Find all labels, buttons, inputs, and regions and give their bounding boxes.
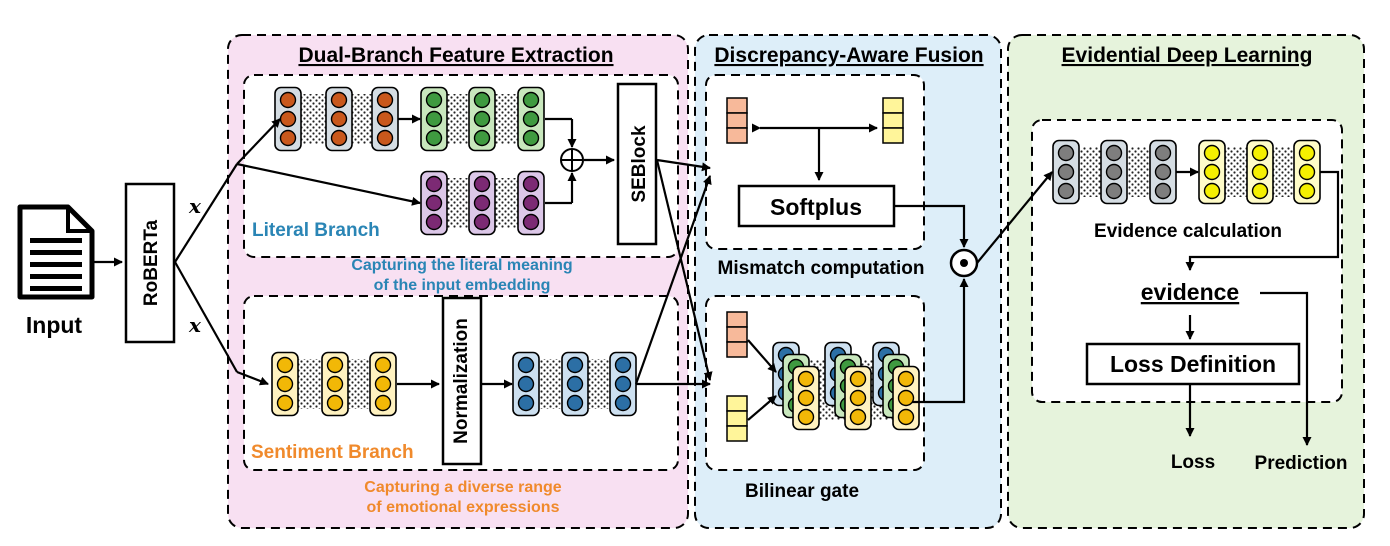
dense-connections [588,359,610,409]
plus-operator-icon [560,148,584,172]
dense-connections [495,94,518,144]
input-label: Input [26,312,83,338]
roberta-label: RoBERTa [141,219,162,306]
bilinear-left-vector-top [726,311,748,358]
literal-note-line2: of the input embedding [374,277,551,294]
gray-column-2 [1100,139,1128,205]
evidence-yellow-layers [1198,139,1321,205]
dense-connections [298,359,322,409]
purple-column-3 [517,170,545,236]
dense-connections [539,359,562,409]
bilinear-yellow-1 [844,365,872,431]
sentiment-blue-layers [512,351,637,417]
dense-connections [1225,147,1247,197]
dense-connections [301,94,326,144]
blue-column-1 [512,351,540,417]
bilinear-left-vector-bottom [726,395,748,442]
bilinear-yellow-0 [792,365,820,431]
normalization-label: Normalization [451,318,472,444]
dense-connections [1127,147,1150,197]
literal-green-layers [420,86,545,152]
sentiment-note-line2: of emotional expressions [367,499,560,516]
dense-connections [352,94,372,144]
loss-definition-box [1085,342,1301,386]
evidential-title: Evidential Deep Learning [1062,44,1313,67]
bilinear-gate-stacks [772,341,920,431]
gray-column-1 [1052,139,1080,205]
green-column-1 [420,86,448,152]
bilinear-yellow-2 [892,365,920,431]
dual-branch-title: Dual-Branch Feature Extraction [298,44,613,67]
bilinear-label: Bilinear gate [745,481,859,502]
bright-yellow-column-3 [1293,139,1321,205]
gray-column-3 [1149,139,1177,205]
evidence-label: evidence [1141,279,1239,305]
orange-column-3 [371,86,399,152]
evidence-calc-label: Evidence calculation [1094,221,1282,242]
dense-connections [1079,147,1101,197]
sentiment-branch-label: Sentiment Branch [251,442,414,463]
dense-connections [447,94,469,144]
literal-orange-layers [274,86,399,152]
yellow-column-2 [321,351,349,417]
green-column-3 [517,86,545,152]
prediction-label: Prediction [1255,453,1348,474]
x-symbol-top: x [188,194,202,218]
green-column-2 [468,86,496,152]
softplus-box [737,184,896,228]
blue-column-3 [609,351,637,417]
seblock-label: SEBlock [629,125,650,203]
dense-connections [348,359,370,409]
hadamard-operator-icon [949,248,979,278]
orange-column-1 [274,86,302,152]
mismatch-right-vector [882,97,904,144]
loss-definition-label: Loss Definition [1110,351,1276,377]
fusion-title: Discrepancy-Aware Fusion [714,44,983,67]
dense-connections [447,178,469,228]
dense-connections [1273,147,1294,197]
purple-column-2 [468,170,496,236]
orange-column-2 [325,86,353,152]
roberta-box [124,182,176,344]
sentiment-yellow-layers [271,351,397,417]
blue-column-2 [561,351,589,417]
mismatch-left-vector [726,97,748,144]
literal-branch-label: Literal Branch [252,220,380,241]
yellow-column-3 [369,351,397,417]
x-symbol-bottom: x [188,313,202,337]
mismatch-label: Mismatch computation [718,258,925,279]
connection-arrows [93,114,1340,446]
seblock-box [616,82,658,246]
dense-connections [495,178,518,228]
bright-yellow-column-2 [1246,139,1274,205]
vector-cells [726,97,904,442]
literal-note-line1: Capturing the literal meaning [351,257,572,274]
bright-yellow-column-1 [1198,139,1226,205]
yellow-column-1 [271,351,299,417]
evidence-gray-layers [1052,139,1177,205]
normalization-box [441,296,483,466]
loss-label: Loss [1171,452,1215,473]
softplus-label: Softplus [770,194,862,220]
literal-purple-layers [420,170,545,236]
purple-column-1 [420,170,448,236]
sentiment-note-line1: Capturing a diverse range [364,479,561,496]
document-icon [17,204,95,300]
